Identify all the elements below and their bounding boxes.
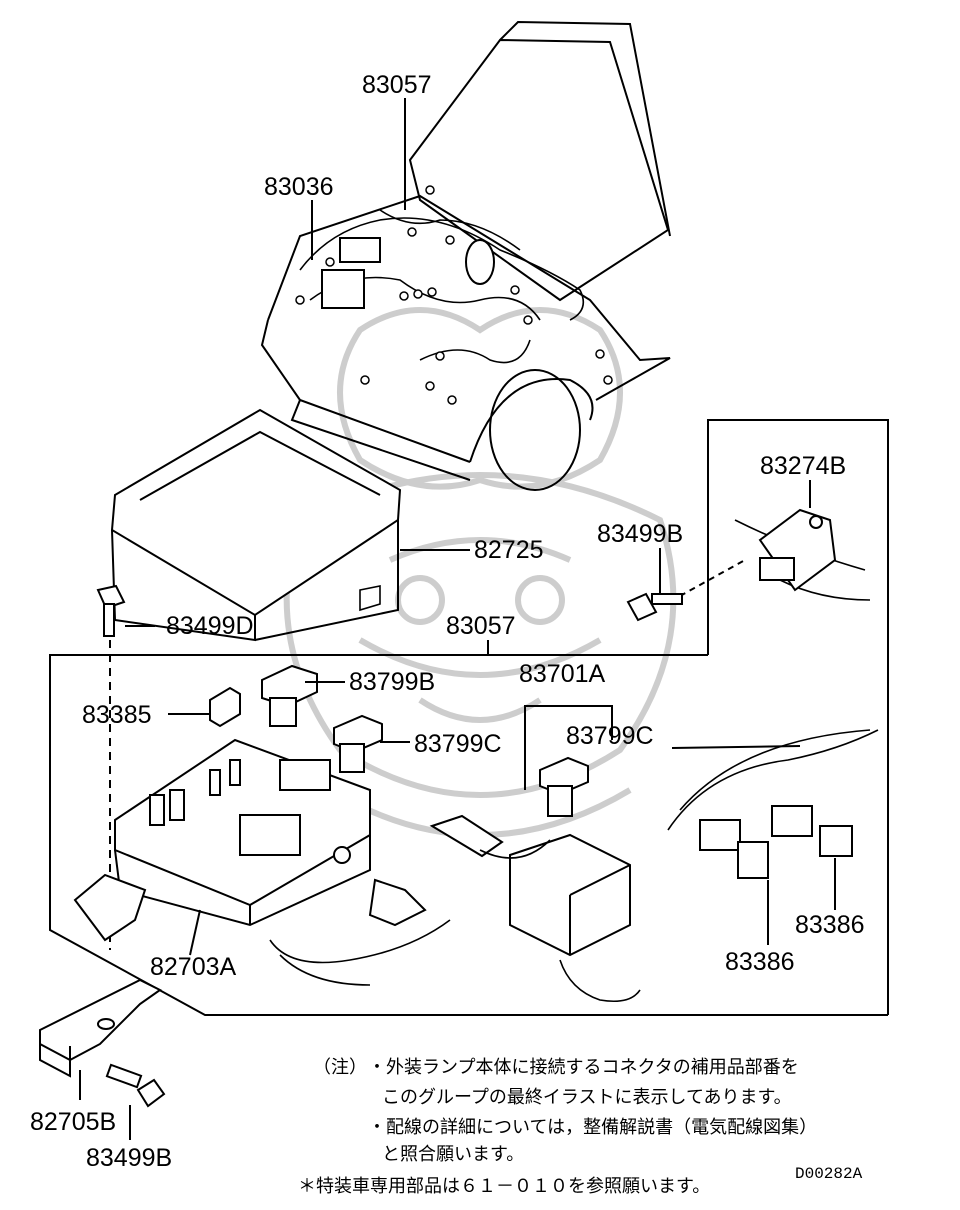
label-83799c-left: 83799C xyxy=(414,730,502,758)
label-83274b: 83274B xyxy=(760,452,846,480)
label-83799b: 83799B xyxy=(349,668,435,696)
label-82725: 82725 xyxy=(474,536,544,564)
note-line-4: と照合願います。 xyxy=(382,1144,524,1165)
fusebox-cover xyxy=(110,408,402,642)
relay-box-82703a xyxy=(73,738,451,986)
note-line-5: ＊特装車専用部品は６１－０１０を参照願います。 xyxy=(298,1176,710,1197)
label-82705b: 82705B xyxy=(30,1108,116,1136)
fuse-83385 xyxy=(209,686,241,728)
note-line-2: このグループの最終イラストに表示してあります。 xyxy=(382,1087,792,1108)
bolt-83499b-upper xyxy=(626,592,683,622)
vehicle-engine-bay xyxy=(260,20,671,491)
label-83499b-lower: 83499B xyxy=(86,1144,172,1172)
label-83386-left: 83386 xyxy=(725,948,795,976)
connectors-83386 xyxy=(667,729,879,879)
relay-holder-83701a xyxy=(429,705,641,1003)
label-83701a: 83701A xyxy=(519,660,606,688)
label-83036: 83036 xyxy=(264,173,334,201)
bracket-82705b xyxy=(39,978,162,1078)
label-83386-right: 83386 xyxy=(795,911,865,939)
label-83499b-upper: 83499B xyxy=(597,520,683,548)
label-83385: 83385 xyxy=(82,701,152,729)
leader-lines xyxy=(79,98,836,1140)
label-83799c-right: 83799C xyxy=(566,722,654,750)
notes-block: （注） ・外装ランプ本体に接続するコネクタの補用品部番を このグループの最終イラ… xyxy=(298,1057,817,1197)
relay-83799b xyxy=(261,664,318,727)
relay-83799c-left xyxy=(333,714,383,773)
drawing-code: D00282A xyxy=(795,1165,863,1183)
label-83057-box: 83057 xyxy=(446,612,516,640)
bracket-83274b-frame xyxy=(679,419,889,1015)
note-line-1: ・外装ランプ本体に接続するコネクタの補用品部番を xyxy=(368,1057,799,1078)
bolt-83499b-lower xyxy=(105,1063,166,1108)
main-assembly-frame xyxy=(49,654,888,1016)
part-labels: 83057 83036 83274B 83499B 82725 83499D 8… xyxy=(30,71,865,1172)
label-83057-top: 83057 xyxy=(362,71,432,99)
note-line-3: ・配線の詳細については，整備解説書（電気配線図集） xyxy=(368,1117,817,1138)
label-82703a: 82703A xyxy=(150,953,237,981)
label-83499d: 83499D xyxy=(166,612,254,640)
note-prefix: （注） xyxy=(313,1057,367,1078)
